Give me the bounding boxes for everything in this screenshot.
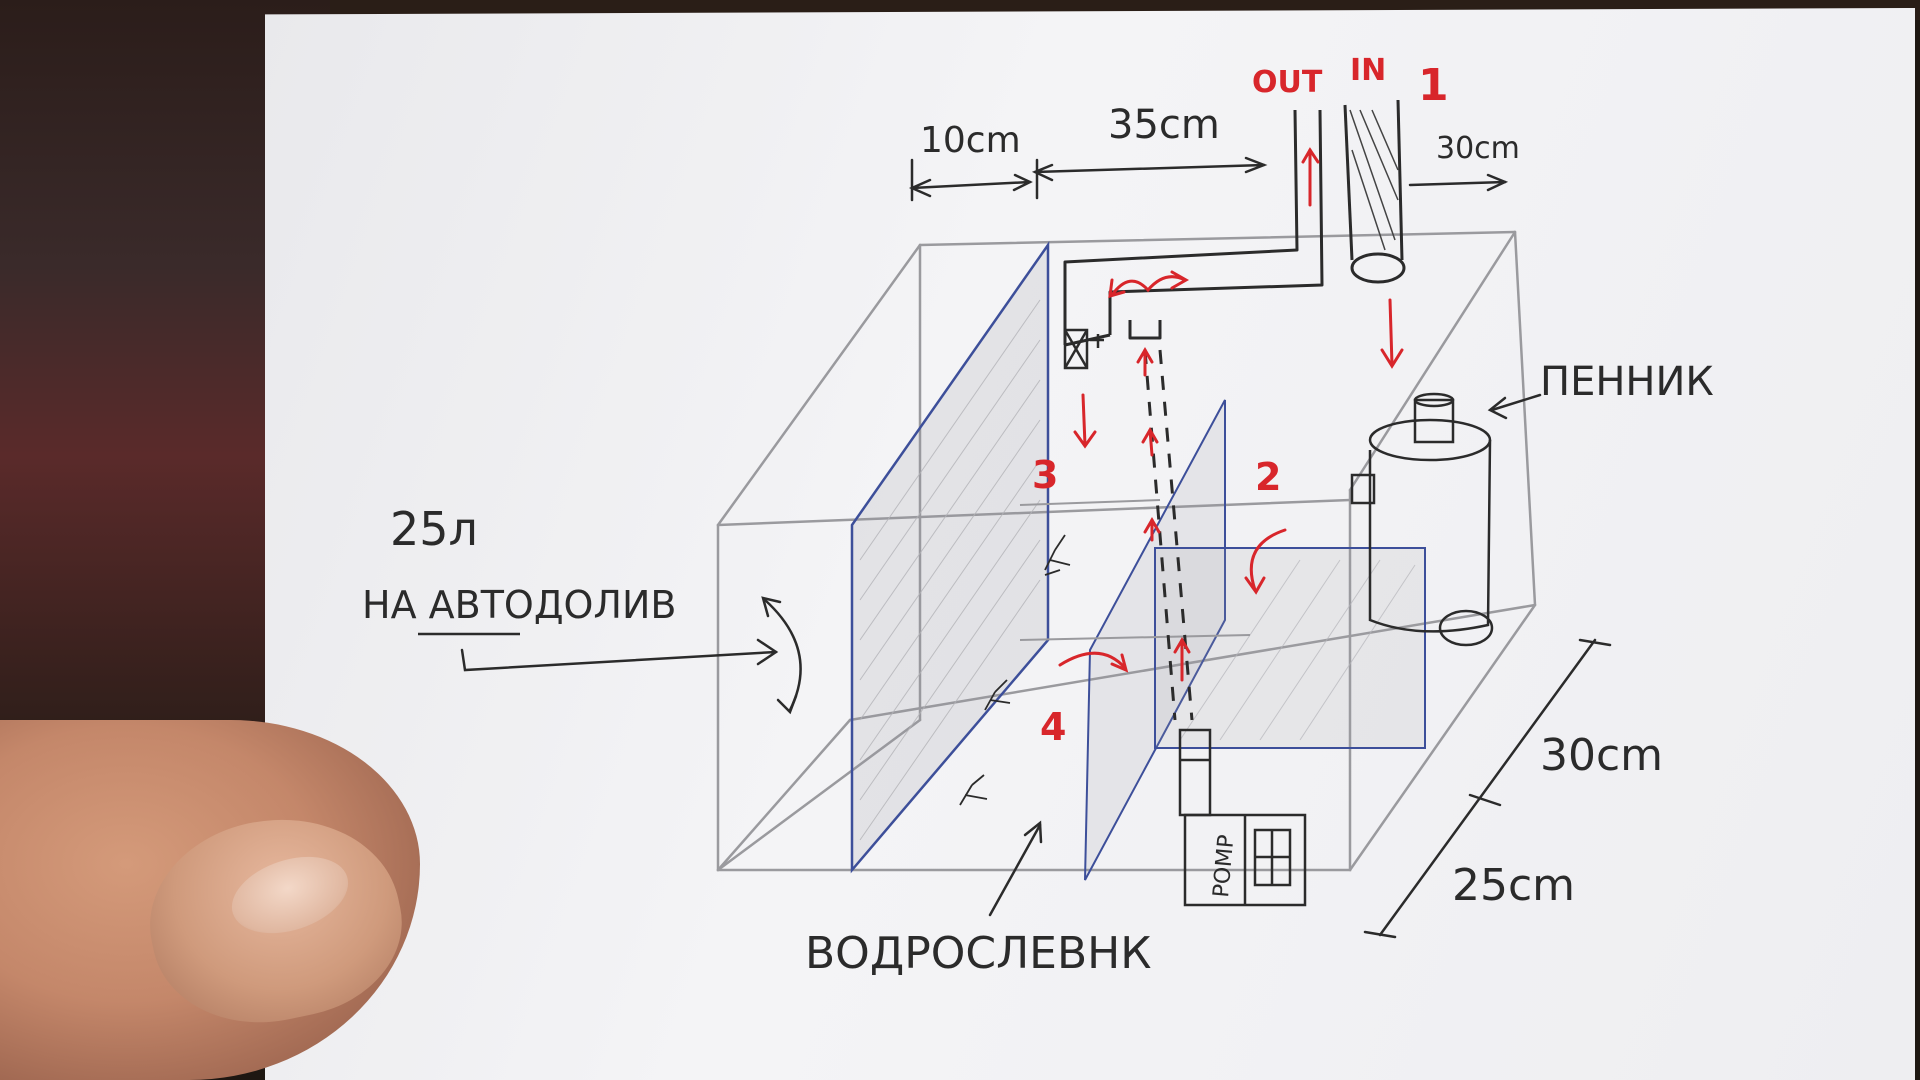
- label-algae: ВОДРОСЛЕВНК: [805, 928, 1151, 979]
- pump: [1178, 728, 1307, 907]
- label-in: IN: [1350, 53, 1386, 88]
- label-pump: POMP: [1209, 834, 1239, 899]
- baffle-left: [850, 241, 1050, 874]
- flow-arrows: [1058, 147, 1404, 682]
- paper-sheet: [265, 8, 1915, 1080]
- baffle-right: [1154, 547, 1426, 749]
- chamber-lines: [1019, 499, 1251, 641]
- label-num3: 3: [1032, 453, 1058, 497]
- label-dim-35: 35cm: [1108, 102, 1220, 148]
- label-volume: 25л: [390, 502, 478, 556]
- label-out: OUT: [1252, 65, 1323, 100]
- label-skimmer: ПЕННИК: [1540, 359, 1714, 405]
- inlet-pipe: [1343, 99, 1406, 284]
- skimmer: [1350, 392, 1494, 647]
- label-dim-10: 10cm: [920, 120, 1021, 161]
- label-num2: 2: [1255, 455, 1281, 499]
- inlet-hatch: [1349, 109, 1399, 251]
- algae-plants: [959, 534, 1071, 806]
- valve: [1063, 328, 1104, 370]
- label-dim-25: 25cm: [1452, 860, 1575, 911]
- label-num4: 4: [1040, 705, 1066, 749]
- middle-hatch: [1179, 559, 1416, 741]
- dashed-pipe: [1143, 349, 1194, 721]
- label-num1: 1: [1418, 60, 1449, 111]
- dimension-arrows: [460, 156, 1612, 939]
- label-dim-30-side: 30cm: [1540, 730, 1663, 781]
- label-dim-30-top: 30cm: [1436, 131, 1520, 166]
- baffle-left-hatch: [859, 299, 1041, 841]
- label-autotopoff: НА АВТОДОЛИВ: [362, 583, 677, 627]
- tank-outline: [716, 230, 1537, 872]
